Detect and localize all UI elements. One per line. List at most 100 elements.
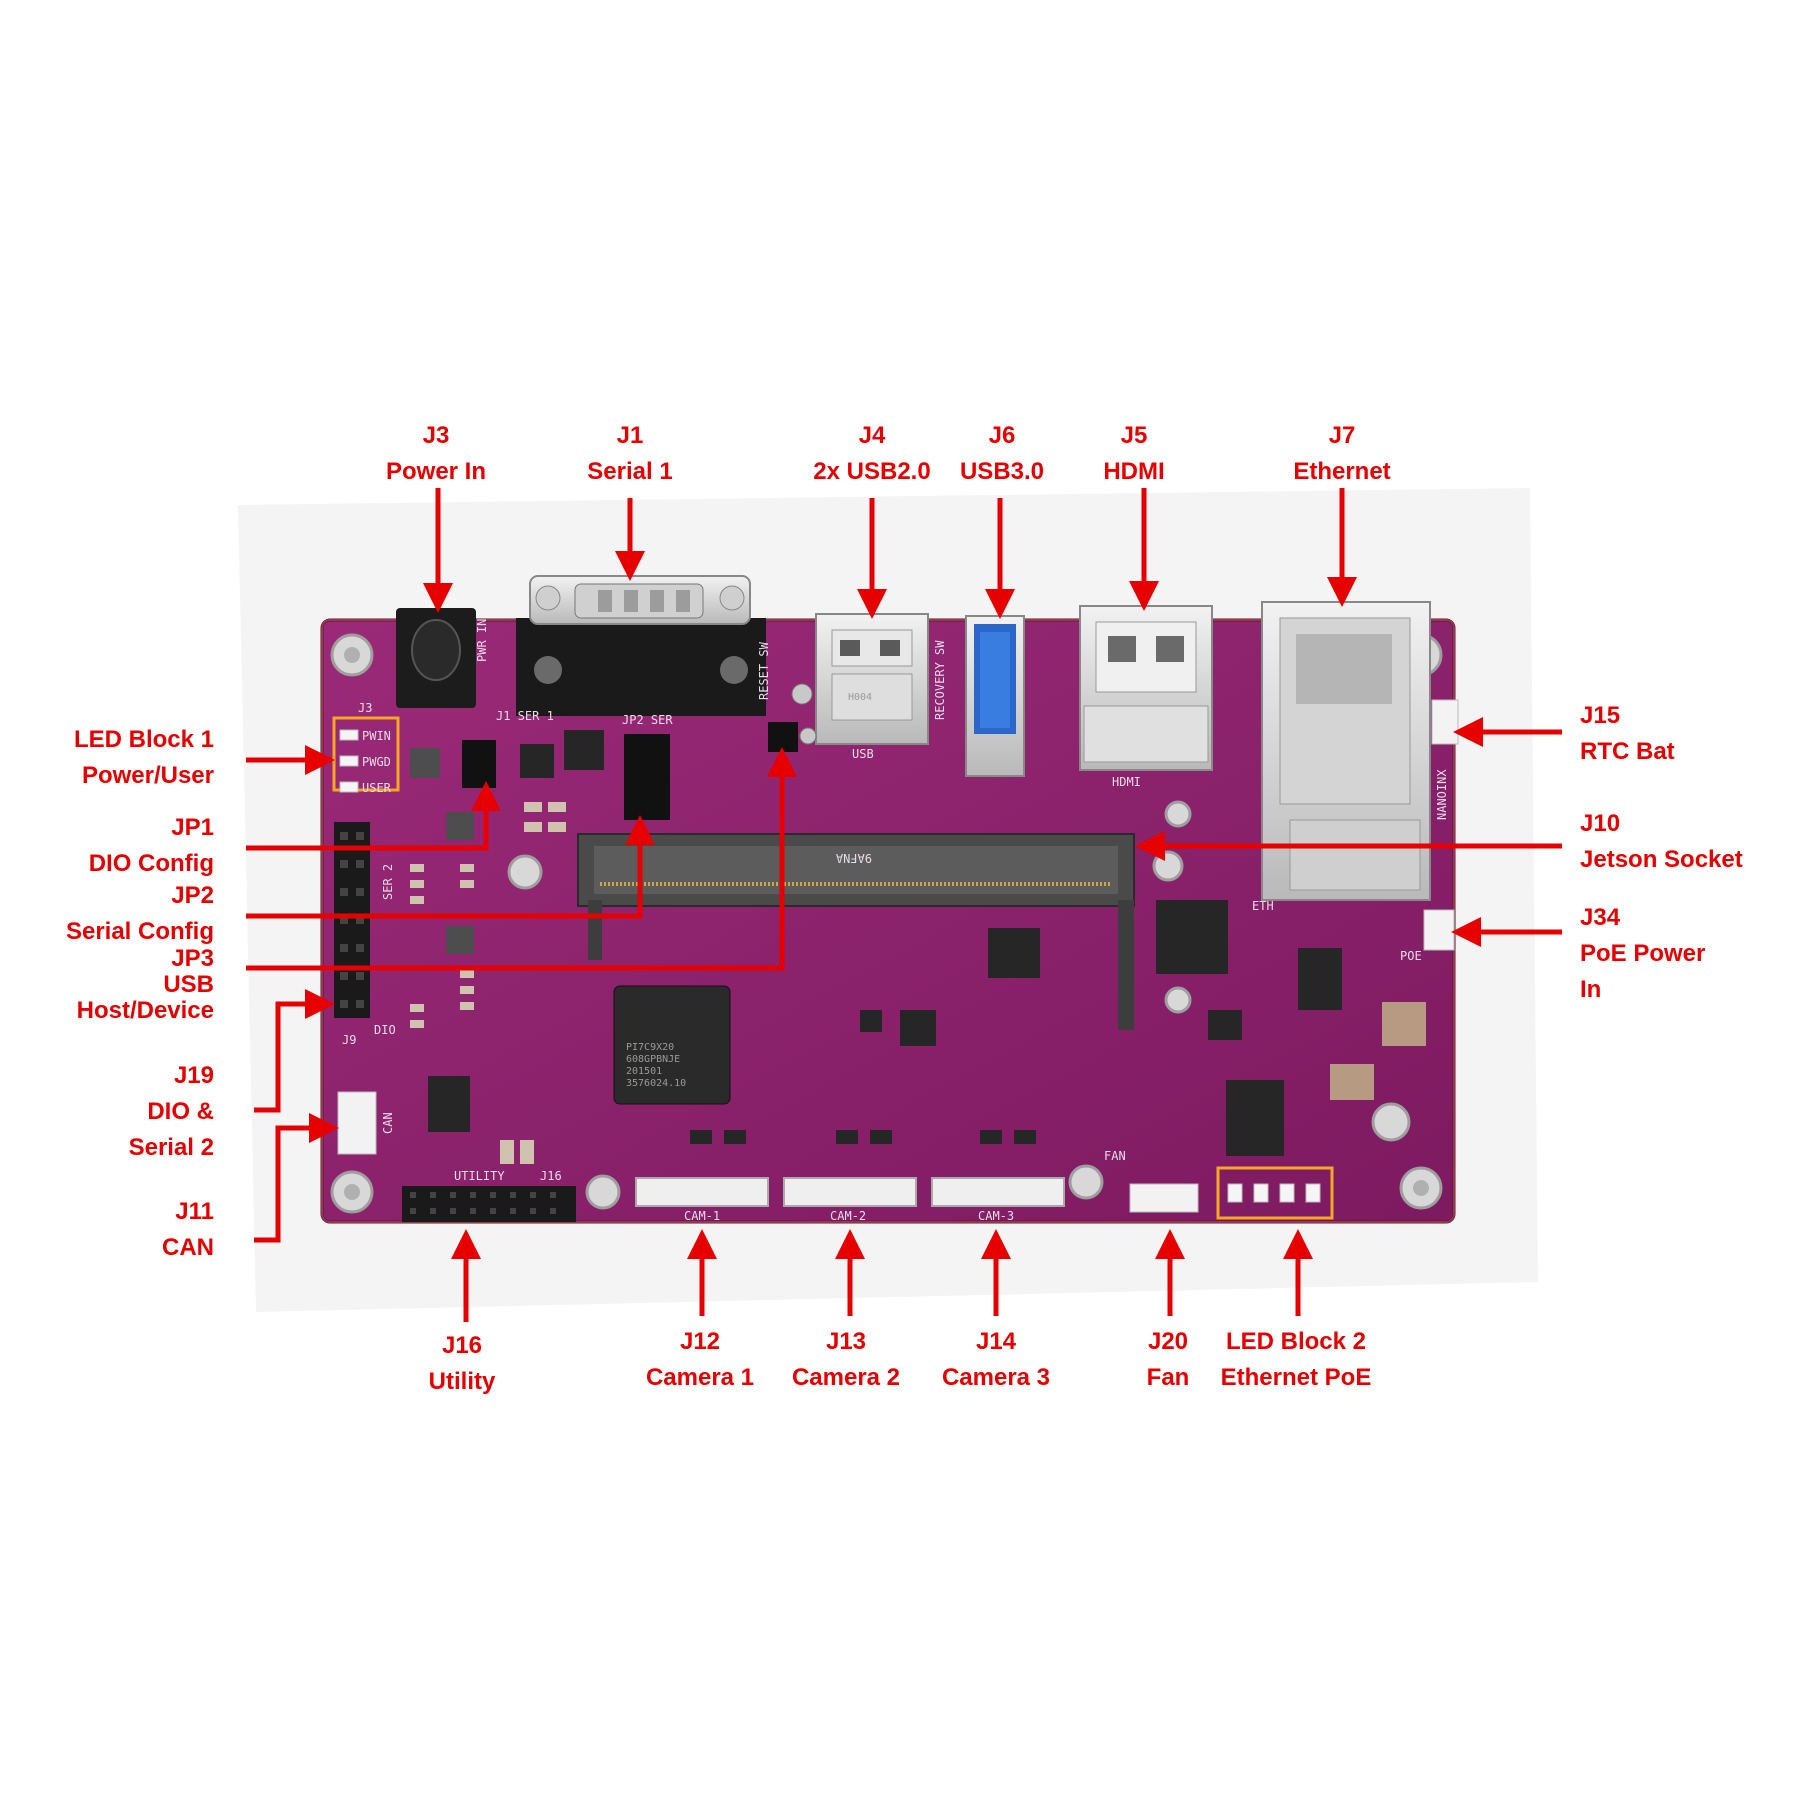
label-j10-id: J10 [1580, 810, 1621, 837]
label-j11: J11 CAN [162, 1194, 214, 1266]
label-j1-desc: Serial 1 [587, 458, 673, 485]
camera-connectors [635, 1177, 1065, 1207]
label-j34: J34 PoE Power In [1580, 900, 1705, 1008]
label-j14-desc: Camera 3 [941, 1364, 1051, 1391]
label-j34-desc2: In [1580, 976, 1602, 1003]
label-j34-desc: PoE Power [1580, 940, 1706, 967]
silk-pwr-in: PWR IN [475, 619, 489, 662]
arrow-jp1 [246, 781, 501, 851]
label-j14-id: J14 [975, 1328, 1017, 1355]
label-j7-id: J7 [1328, 422, 1356, 449]
label-j13-id: J13 [825, 1328, 867, 1355]
label-j3-desc: Power In [385, 458, 487, 485]
silk-user: USER [362, 781, 392, 795]
label-j20-desc: Fan [1146, 1364, 1190, 1391]
silk-nanoinx: NANOINX [1435, 769, 1449, 820]
silk-fan: FAN [1104, 1149, 1126, 1163]
label-j20-id: J20 [1147, 1328, 1189, 1355]
silk-cam2: CAM-2 [830, 1209, 866, 1223]
silk-pwgd: PWGD [362, 755, 391, 769]
label-jp1: JP1 DIO Config [89, 810, 214, 882]
label-j15-id: J15 [1580, 702, 1621, 729]
label-j12-id: J12 [679, 1328, 721, 1355]
silk-poe: POE [1400, 949, 1422, 963]
label-j19-desc2: Serial 2 [128, 1134, 214, 1161]
label-j19: J19 DIO & Serial 2 [129, 1058, 214, 1166]
jp1-jumper [462, 740, 496, 788]
led-block-2-highlight [1216, 1166, 1334, 1220]
utility-header [402, 1186, 576, 1222]
label-led1-line2: Power/User [81, 762, 214, 789]
pcie-switch-chip [613, 985, 731, 1105]
silk-hdmi: HDMI [1112, 775, 1141, 789]
arrow-jp2 [246, 815, 655, 919]
arrow-j11 [254, 1113, 339, 1243]
label-j1-id: J1 [616, 422, 644, 449]
silk-dio: DIO [374, 1023, 396, 1037]
label-jp2-id: JP2 [171, 882, 214, 909]
label-j5: J5 HDMI [1103, 418, 1164, 490]
label-j13: J13 Camera 2 [792, 1324, 900, 1396]
silk-j9: J9 [342, 1033, 356, 1047]
label-j4: J4 2x USB2.0 [813, 418, 930, 490]
label-j34-id: J34 [1580, 904, 1621, 931]
usb3-connector [965, 615, 1025, 777]
silk-usb: USB [852, 747, 874, 761]
silk-jp2-ser: JP2 SER [622, 713, 673, 727]
chip-line1: PI7C9X20 [626, 1042, 674, 1053]
silk-socket-mark: 9AFNA [835, 851, 872, 865]
db9-serial-connector [516, 575, 766, 716]
label-jp1-desc: DIO Config [88, 850, 214, 877]
label-jp3-desc2: Host/Device [76, 997, 214, 1024]
label-jp2: JP2 Serial Config [66, 878, 214, 950]
dio-header [334, 822, 370, 1018]
jetson-socket [577, 833, 1135, 1030]
misc-ics [428, 730, 1342, 1156]
usb2-connector [815, 613, 929, 745]
label-led2-line2: Ethernet PoE [1220, 1364, 1372, 1391]
label-j20: J20 Fan [1147, 1324, 1190, 1396]
label-j10-desc: Jetson Socket [1580, 846, 1743, 873]
silk-reset-sw: RESET SW [757, 641, 771, 700]
fan-connector [1129, 1183, 1199, 1213]
label-j14: J14 Camera 3 [942, 1324, 1050, 1396]
silk-eth: ETH [1252, 899, 1274, 913]
label-jp1-id: JP1 [171, 814, 214, 841]
arrow-jp3 [246, 747, 797, 971]
silk-usb-mark: H004 [848, 692, 872, 703]
silk-recovery-sw: RECOVERY SW [933, 640, 947, 720]
label-j15-desc: RTC Bat [1580, 738, 1675, 765]
label-j5-desc: HDMI [1103, 458, 1165, 485]
label-j6: J6 USB3.0 [960, 418, 1044, 490]
label-led1: LED Block 1 Power/User [74, 722, 214, 794]
label-jp3-id: JP3 [171, 945, 214, 972]
silk-j1-ser1: J1 SER 1 [496, 709, 554, 723]
can-connector [337, 1091, 377, 1155]
label-led2: LED Block 2 Ethernet PoE [1221, 1324, 1372, 1396]
label-j16-id: J16 [441, 1332, 483, 1359]
label-j4-desc: 2x USB2.0 [813, 458, 931, 485]
label-j12: J12 Camera 1 [646, 1324, 754, 1396]
label-j15: J15 RTC Bat [1580, 698, 1675, 770]
chip-line4: 3576024.10 [626, 1078, 686, 1089]
jp3-jumper [768, 722, 798, 752]
label-led1-line1: LED Block 1 [73, 726, 214, 753]
jp2-jumper [624, 734, 670, 820]
label-j16-desc: Utility [428, 1368, 496, 1395]
arrow-j19 [254, 989, 335, 1113]
label-j19-id: J19 [173, 1062, 214, 1089]
label-j3-id: J3 [422, 422, 450, 449]
label-j10: J10 Jetson Socket [1580, 806, 1743, 878]
label-j6-id: J6 [988, 422, 1016, 449]
silk-j16: J16 [540, 1169, 562, 1183]
label-j6-desc: USB3.0 [959, 458, 1045, 485]
chip-line2: 608GPBNJE [626, 1054, 680, 1065]
callout-arrows [246, 488, 1562, 1322]
label-j4-id: J4 [858, 422, 886, 449]
silkscreen-text: J3 PWR IN J1 SER 1 JP2 SER RESET SW RECO… [342, 619, 1449, 1223]
label-led2-line1: LED Block 2 [1225, 1328, 1367, 1355]
label-jp2-desc: Serial Config [65, 918, 214, 945]
label-j7-desc: Ethernet [1293, 458, 1391, 485]
hdmi-connector [1079, 605, 1213, 771]
